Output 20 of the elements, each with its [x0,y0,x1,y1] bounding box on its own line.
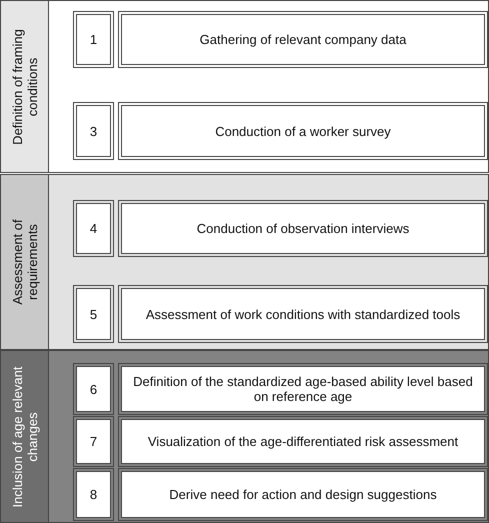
step-number: 8 [76,471,111,518]
step-box: Definition of the standardized age-based ability level based on reference age [121,366,485,412]
step-number: 6 [76,366,111,412]
section-band [0,350,489,523]
section-heading: Definition of framing conditions [10,28,40,146]
step-box: Conduction of observation interviews [121,203,485,254]
step-box: Visualization of the age-differentiated risk assessment [121,419,485,464]
step-box: Assessment of work conditions with standardized tools [121,288,485,340]
step-number: 1 [76,14,111,65]
step-number: 4 [76,203,111,254]
section-heading: Inclusion of age relevant changes [10,365,40,509]
section-heading: Assessment of requirements [10,218,40,307]
step-number: 7 [76,419,111,464]
step-box: Conduction of a worker survey [121,105,485,157]
section-band [0,174,489,350]
step-number: 3 [76,105,111,157]
section-band [0,0,489,173]
step-box: Gathering of relevant company data [121,14,485,65]
step-number: 5 [76,288,111,340]
step-box: Derive need for action and design suggestions [121,471,485,518]
